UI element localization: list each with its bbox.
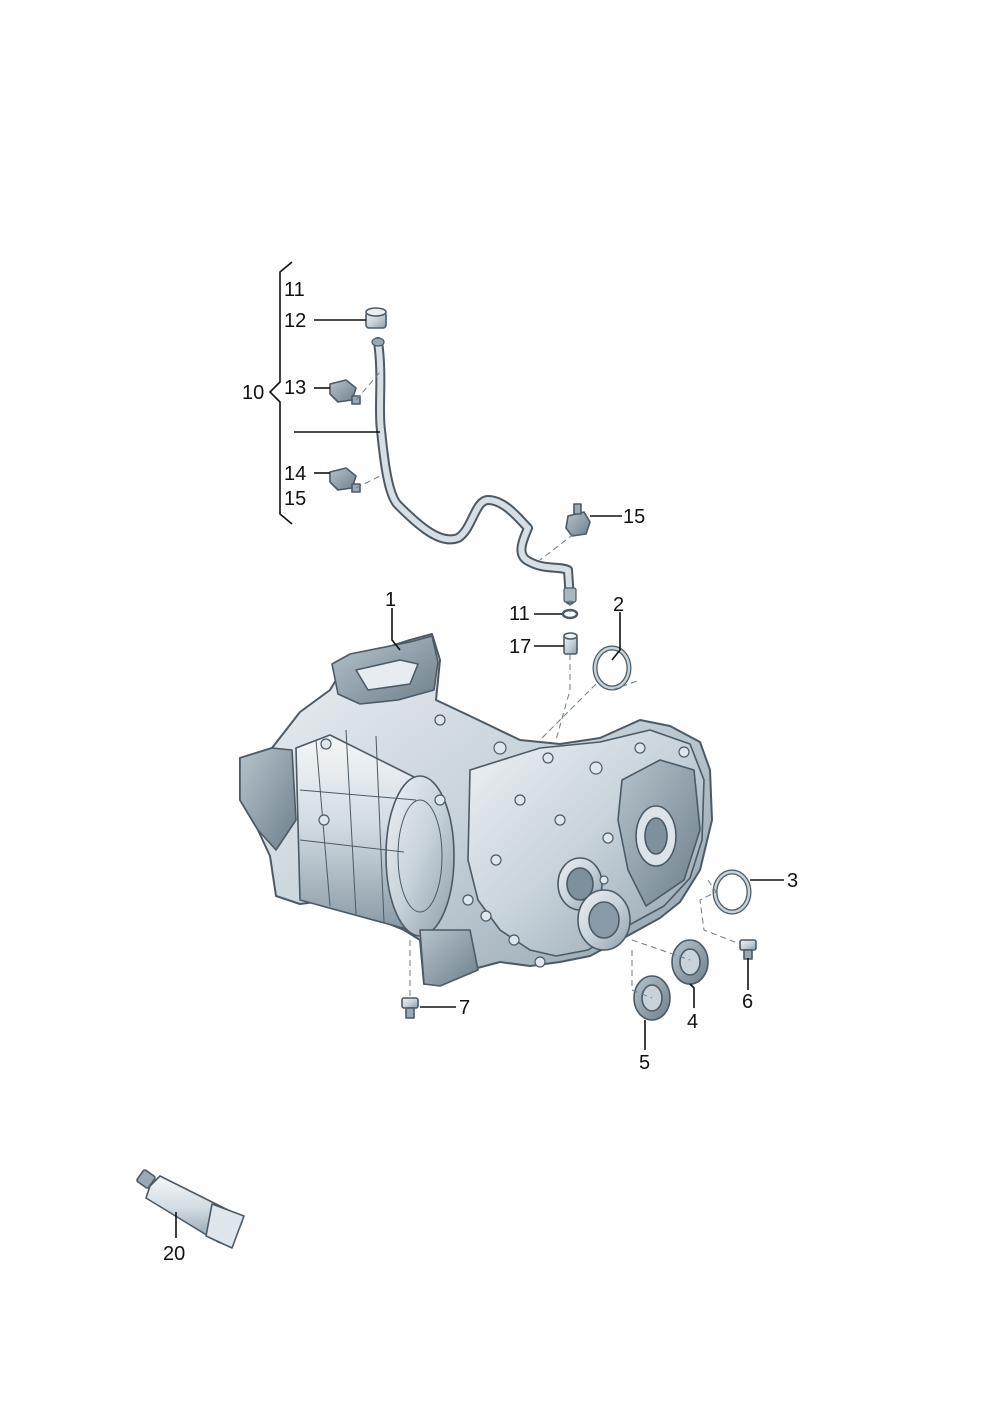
connector-17 [563,632,578,655]
seal-ring-2 [592,645,632,691]
callout-4: 4 [687,1011,698,1033]
callout-10: 10 [242,382,264,404]
callout-labels: 1 2 3 4 5 6 7 10 11 12 13 14 15 15 11 17… [163,279,798,1265]
callout-13: 13 [284,377,306,399]
clip-14 [329,467,361,493]
assembly-lines [355,371,741,1000]
seal-ring-3 [712,869,752,915]
callout-15-right: 15 [623,506,645,528]
clip-13 [329,379,361,405]
callout-17: 17 [509,636,531,658]
callout-5: 5 [639,1052,650,1074]
callout-11-mid: 11 [509,603,530,625]
callout-20: 20 [163,1243,185,1265]
oil-pipe [371,337,577,605]
grease-tube-20 [136,1169,245,1249]
clip-15-right [565,503,591,537]
callout-2: 2 [613,594,624,616]
plug-screw-7 [401,997,419,1019]
leader-lines [175,319,784,1238]
brace-bracket [268,261,293,525]
callout-1: 1 [385,589,396,611]
callout-14: 14 [284,463,306,485]
callout-15-left: 15 [284,488,306,510]
plug-screw-6 [739,939,757,960]
gearbox-housing [239,633,713,987]
callout-3: 3 [787,870,798,892]
callout-11-top: 11 [284,279,305,301]
cap-nut-12 [365,307,387,329]
cover-cap-4 [671,939,709,985]
callout-7: 7 [459,997,470,1019]
callout-12: 12 [284,310,306,332]
callout-6: 6 [742,991,753,1013]
